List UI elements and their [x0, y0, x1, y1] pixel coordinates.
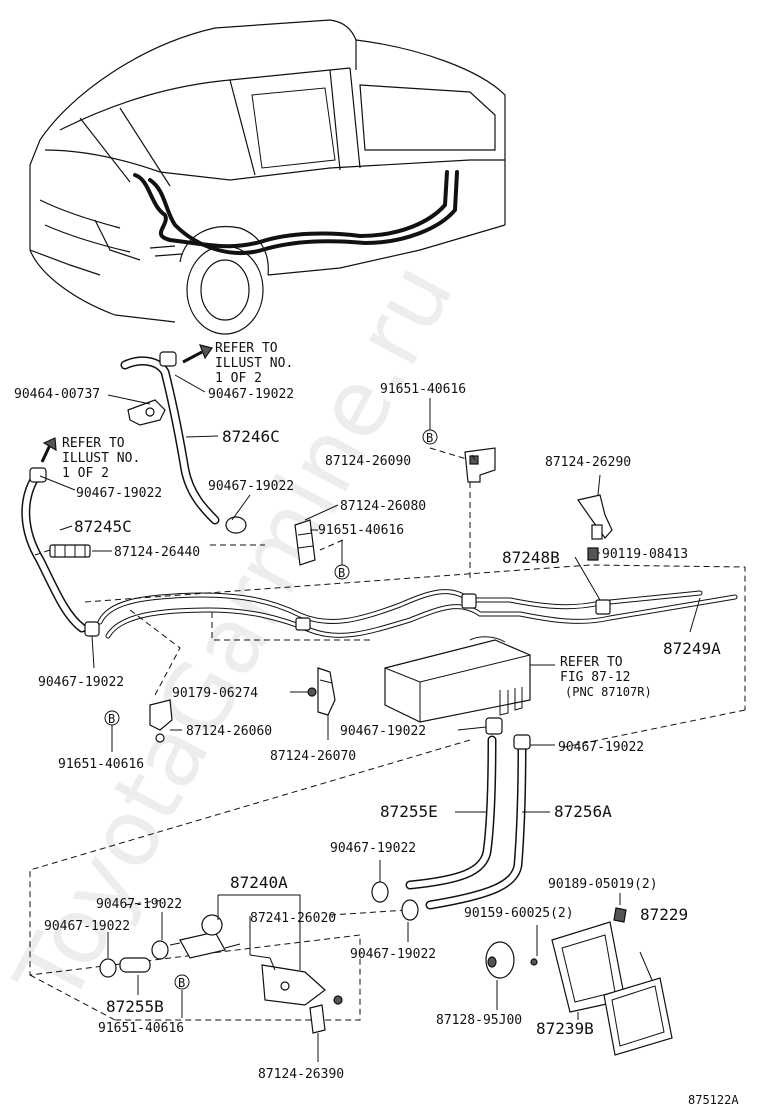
- svg-text:(PNC 87107R): (PNC 87107R): [565, 685, 652, 699]
- clamp-90467-19022-e: [485, 717, 503, 735]
- label-90467-19022-h: 90467-19022: [96, 897, 182, 912]
- refer-note-3: REFER TO FIG 87-12 (PNC 87107R): [560, 655, 652, 699]
- label-87124-26060: 87124-26060: [186, 724, 272, 739]
- label-90159-60025: 90159-60025(2): [464, 906, 574, 921]
- label-90467-19022-b: 90467-19022: [76, 486, 162, 501]
- bracket-87124-26070: [317, 667, 336, 716]
- label-90467-19022-f: 90467-19022: [558, 740, 644, 755]
- label-87256A: 87256A: [554, 802, 612, 821]
- hose-clamp-top: [159, 351, 177, 367]
- svg-text:REFER TO: REFER TO: [215, 341, 278, 356]
- refer-arrows: [40, 344, 213, 463]
- svg-text:ILLUST NO.: ILLUST NO.: [62, 451, 140, 466]
- label-90179-06274: 90179-06274: [172, 686, 258, 701]
- bolt-markers: B B B B: [104, 429, 438, 990]
- label-87241-26020: 87241-26020: [250, 911, 336, 926]
- svg-text:1 OF 2: 1 OF 2: [62, 466, 109, 481]
- svg-text:ILLUST NO.: ILLUST NO.: [215, 356, 293, 371]
- hose-87255E: [405, 735, 497, 890]
- pipe-assembly: [97, 589, 738, 639]
- refer-note-1: REFER TO ILLUST NO. 1 OF 2: [215, 341, 293, 386]
- bracket-87241-26020: [249, 954, 326, 1006]
- label-87239B: 87239B: [536, 1019, 594, 1038]
- hose-clamp-mid: [225, 516, 247, 534]
- svg-text:REFER TO: REFER TO: [62, 436, 125, 451]
- hose-87256A: [425, 740, 527, 910]
- label-91651-40616-c: 91651-40616: [58, 757, 144, 772]
- grommet-87128-95J00: [485, 941, 515, 979]
- clamp-87124-26440: [49, 544, 91, 558]
- screw-90159-60025: [530, 958, 538, 966]
- clamp-90467-19022-h: [151, 940, 169, 960]
- svg-text:FIG 87-12: FIG 87-12: [560, 670, 630, 685]
- svg-text:B: B: [178, 976, 185, 990]
- label-87248B: 87248B: [502, 548, 560, 567]
- clamp-90467-19022-f: [513, 734, 531, 750]
- label-90119-08413: 90119-08413: [602, 547, 688, 562]
- part-label-list: 90464-00737 90467-19022 87246C 90467-190…: [14, 382, 739, 1107]
- label-87124-26390: 87124-26390: [258, 1067, 344, 1082]
- label-87124-26090: 87124-26090: [325, 454, 411, 469]
- hose-87245C: [21, 473, 87, 633]
- refer-note-2: REFER TO ILLUST NO. 1 OF 2: [62, 436, 140, 481]
- label-90189-05019: 90189-05019(2): [548, 877, 658, 892]
- label-90467-19022-a: 90467-19022: [208, 387, 294, 402]
- hose-clamp-lower: [84, 621, 100, 637]
- label-87124-26290: 87124-26290: [545, 455, 631, 470]
- leader-lines: [39, 374, 701, 1062]
- hose-87255B: [119, 957, 151, 973]
- label-90467-19022-g: 90467-19022: [330, 841, 416, 856]
- label-87255E: 87255E: [380, 802, 438, 821]
- label-90467-19022-j: 90467-19022: [44, 919, 130, 934]
- clamp-90467-19022-g: [371, 881, 389, 903]
- bracket-87124-26060: [149, 699, 173, 743]
- label-87229: 87229: [640, 905, 688, 924]
- hose-clamp-left: [29, 467, 47, 483]
- clamp-90467-19022-i: [401, 899, 419, 921]
- label-87128-95J00: 87128-95J00: [436, 1013, 522, 1028]
- label-90467-19022-i: 90467-19022: [350, 947, 436, 962]
- label-91651-40616-d: 91651-40616: [98, 1021, 184, 1036]
- rear-heater-unit: [384, 636, 531, 723]
- label-87124-26440: 87124-26440: [114, 545, 200, 560]
- bracket-87124-26290: [576, 494, 613, 540]
- bolt-90179-06274: [307, 687, 317, 697]
- vehicle-pipe-route: [133, 170, 459, 255]
- bracket-87124-26090: [464, 447, 496, 483]
- svg-text:B: B: [426, 431, 433, 445]
- svg-text:B: B: [338, 566, 345, 580]
- diagram-id: 875122A: [688, 1093, 739, 1107]
- label-91651-40616-b: 91651-40616: [318, 523, 404, 538]
- label-87240A: 87240A: [230, 873, 288, 892]
- water-valve-87240A: [169, 914, 241, 959]
- bolt-small-lower: [333, 995, 343, 1005]
- label-90467-19022-c: 90467-19022: [208, 479, 294, 494]
- label-87246C: 87246C: [222, 427, 280, 446]
- svg-text:1 OF 2: 1 OF 2: [215, 371, 262, 386]
- label-87124-26080: 87124-26080: [340, 499, 426, 514]
- label-91651-40616-a: 91651-40616: [380, 382, 466, 397]
- screw-90189-05019: [613, 907, 627, 923]
- bracket-87124-26080: [294, 519, 316, 566]
- svg-text:B: B: [108, 712, 115, 726]
- label-90467-19022-e: 90467-19022: [340, 724, 426, 739]
- label-87249A: 87249A: [663, 639, 721, 658]
- bolt-90119-08413: [587, 547, 599, 561]
- clamp-90464-00737: [127, 399, 166, 426]
- clamp-87124-26390: [309, 1004, 326, 1034]
- label-90467-19022-d: 90467-19022: [38, 675, 124, 690]
- label-87245C: 87245C: [74, 517, 132, 536]
- label-90464-00737: 90464-00737: [14, 387, 100, 402]
- clamp-90467-19022-j: [99, 958, 117, 978]
- gasket-87229: [603, 977, 673, 1056]
- svg-text:REFER TO: REFER TO: [560, 655, 623, 670]
- label-87255B: 87255B: [106, 997, 164, 1016]
- label-87124-26070: 87124-26070: [270, 749, 356, 764]
- hose-87246C: [120, 356, 220, 525]
